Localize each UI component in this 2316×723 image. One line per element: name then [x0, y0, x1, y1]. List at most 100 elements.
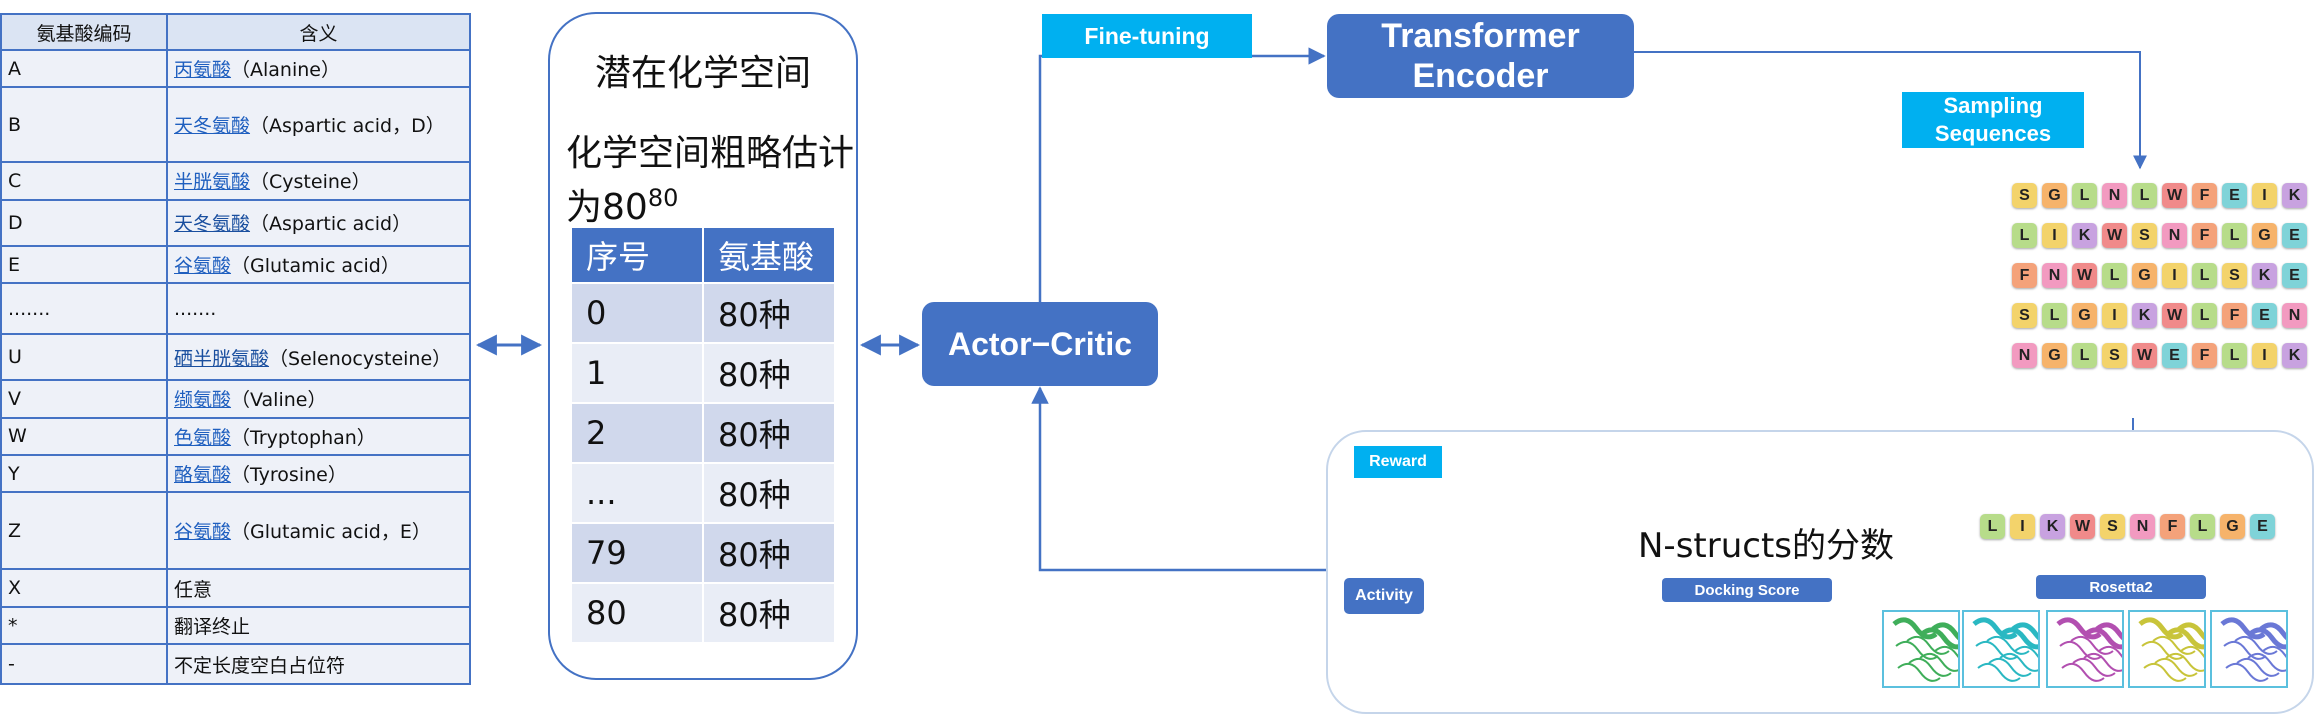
amino-acid-detail: 任意 [174, 578, 213, 601]
amino-acid-link[interactable]: 天冬氨酸 [174, 213, 251, 236]
letter-tile: N [2130, 514, 2155, 539]
amino-acid-meaning: 硒半胱氨酸（Selenocysteine） [166, 332, 471, 382]
letter-tile: G [2132, 263, 2157, 288]
letter-tile: L [2042, 303, 2067, 328]
column-header-code: 氨基酸编码 [0, 13, 168, 51]
fine-tuning-label: Fine-tuning [1042, 14, 1252, 58]
arrow-reward-actor [1031, 386, 1332, 572]
letter-tile: G [2220, 514, 2245, 539]
amino-acid-meaning: 半胱氨酸（Cysteine） [166, 161, 471, 201]
amino-acid-detail: （Alanine） [231, 59, 340, 82]
letter-tile: K [2072, 223, 2097, 248]
letter-tile: S [2222, 263, 2247, 288]
letter-tile: L [2192, 303, 2217, 328]
protein-structure-image [1962, 610, 2058, 688]
actor-critic-label: Actor−Critic [947, 325, 1133, 362]
estimate-exponent: 80 [647, 184, 679, 212]
letter-tile: W [2162, 303, 2187, 328]
sampling-label-line1: Sampling [1943, 93, 2043, 118]
amino-acid-detail: 翻译终止 [174, 616, 251, 639]
letter-tile: F [2192, 223, 2217, 248]
amino-acid-detail: （Glutamic acid，E） [231, 521, 431, 544]
amino-acid-link[interactable]: 半胱氨酸 [174, 171, 251, 194]
transformer-encoder-box: Transformer Encoder [1327, 14, 1634, 98]
letter-tile: F [2192, 343, 2217, 368]
letter-tile: I [2252, 343, 2277, 368]
amino-acid-link[interactable]: 缬氨酸 [174, 389, 232, 412]
protein-structure-image [1882, 610, 1978, 688]
protein-structure-image [2046, 610, 2142, 688]
position-index: 1 [570, 342, 704, 404]
sampling-sequences-label: Sampling Sequences [1902, 92, 2084, 148]
amino-acid-meaning: 天冬氨酸（Aspartic acid，D） [166, 86, 471, 164]
column-header-index: 序号 [570, 226, 704, 284]
amino-acid-link[interactable]: 天冬氨酸 [174, 115, 251, 138]
docking-score-box: Docking Score [1662, 578, 1832, 602]
amino-acid-meaning: 酪氨酸（Tyrosine） [166, 454, 471, 494]
amino-acid-link[interactable]: 丙氨酸 [174, 59, 232, 82]
amino-acid-link[interactable]: 酪氨酸 [174, 464, 232, 487]
amino-acid-detail: （Aspartic acid） [250, 213, 412, 236]
letter-tile: N [2012, 343, 2037, 368]
letter-tile: W [2162, 183, 2187, 208]
letter-tile: L [1980, 514, 2005, 539]
amino-acid-link[interactable]: 谷氨酸 [174, 255, 232, 278]
latent-space-estimate: 化学空间粗略估计为8080 [566, 132, 856, 230]
letter-tile: L [2222, 343, 2247, 368]
amino-acid-detail: （Valine） [231, 389, 327, 412]
amino-acid-link[interactable]: 谷氨酸 [174, 521, 232, 544]
amino-acid-link[interactable]: 色氨酸 [174, 426, 232, 449]
activity-label: Activity [1355, 587, 1413, 604]
letter-tile: W [2102, 223, 2127, 248]
letter-tile: E [2250, 514, 2275, 539]
n-structs-score-label: N-structs的分数 [1638, 526, 1895, 566]
letter-tile: E [2222, 183, 2247, 208]
amino-acid-code: E [0, 244, 168, 285]
position-index: 0 [570, 282, 704, 344]
reward-label: Reward [1354, 446, 1442, 478]
position-index: 79 [570, 522, 704, 584]
letter-tile: K [2252, 263, 2277, 288]
table-row: A 丙氨酸（Alanine） [0, 48, 471, 89]
letter-tile: W [2072, 263, 2097, 288]
table-row: .............. [0, 282, 471, 335]
letter-tile: E [2162, 343, 2187, 368]
letter-tile: N [2162, 223, 2187, 248]
position-options: 80种 [702, 282, 836, 344]
letter-tile: E [2282, 223, 2307, 248]
arrow-transformer-sequences [1634, 51, 2147, 170]
amino-acid-link[interactable]: 硒半胱氨酸 [174, 347, 270, 370]
amino-acid-detail: （Cysteine） [250, 171, 371, 194]
amino-acid-detail: （Selenocysteine） [269, 347, 452, 370]
table-row: ...80种 [570, 462, 836, 524]
letter-tile: I [2162, 263, 2187, 288]
column-header-meaning: 含义 [166, 13, 471, 51]
letter-tile: F [2192, 183, 2217, 208]
amino-acid-code: V [0, 379, 168, 419]
amino-acid-code: A [0, 48, 168, 89]
letter-tile: W [2132, 343, 2157, 368]
amino-acid-code: - [0, 643, 168, 685]
amino-acid-detail: （Glutamic acid） [231, 255, 400, 278]
amino-acid-meaning: 任意 [166, 568, 471, 608]
position-options: 80种 [702, 342, 836, 404]
table-row: -不定长度空白占位符 [0, 643, 471, 685]
transformer-label-line1: Transformer [1381, 17, 1580, 55]
letter-tile: G [2252, 223, 2277, 248]
sampling-label-line2: Sequences [1934, 121, 2052, 146]
letter-tile: S [2102, 343, 2127, 368]
letter-tile: K [2132, 303, 2157, 328]
rosetta2-label: Rosetta2 [2089, 578, 2153, 596]
